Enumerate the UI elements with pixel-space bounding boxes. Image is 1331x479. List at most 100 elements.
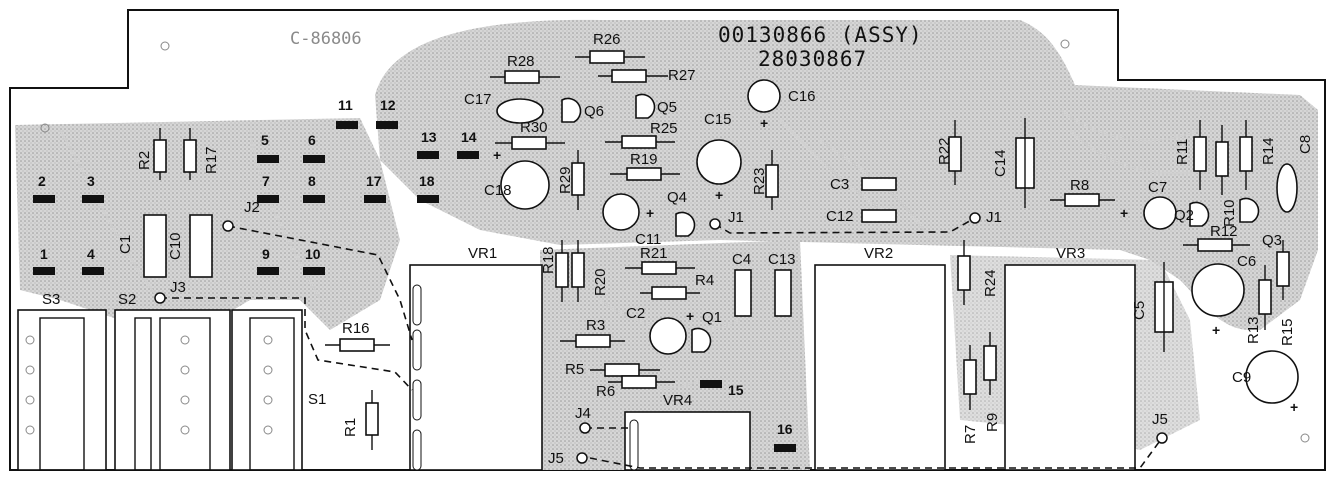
assembly-number: 00130866 (ASSY) — [718, 23, 923, 47]
polarity-mark: + — [686, 308, 694, 324]
label-r10: R10 — [1221, 199, 1238, 227]
cap-c13 — [774, 269, 792, 317]
pad-4 — [82, 267, 104, 275]
transistor-q3 — [1239, 197, 1260, 223]
label-c18: C18 — [484, 182, 512, 199]
transistor-q4 — [675, 211, 696, 237]
cap-c15 — [696, 139, 742, 185]
pad-9 — [257, 267, 279, 275]
label-r9: R9 — [984, 413, 1001, 432]
pad-16 — [774, 444, 796, 452]
cap-c18 — [500, 160, 550, 210]
cap-c12 — [861, 209, 897, 223]
potentiometer-vr2: VR2 — [814, 245, 946, 471]
label-r13: R13 — [1245, 316, 1262, 344]
label-vr2: VR2 — [864, 245, 893, 262]
label-q6: Q6 — [584, 103, 604, 120]
label-r16: R16 — [342, 320, 370, 337]
pad-label: 17 — [366, 173, 382, 189]
label-r3: R3 — [586, 317, 605, 334]
pad-label: 18 — [419, 173, 435, 189]
cap-c8 — [1276, 163, 1298, 213]
cap-c7 — [1143, 196, 1177, 230]
mounting-hole — [40, 123, 50, 133]
label-r12: R12 — [1210, 223, 1238, 240]
label-r18: R18 — [540, 246, 557, 274]
label-j5: J5 — [548, 450, 564, 467]
pad-label: 10 — [305, 246, 321, 262]
jumper-points: J2 J3 J1 J1 J4 J5 J5 — [154, 199, 1168, 467]
pad-8 — [303, 195, 325, 203]
label-r6: R6 — [596, 383, 615, 400]
label-r19: R19 — [630, 151, 658, 168]
polarity-mark: + — [646, 205, 654, 221]
pad-14 — [457, 151, 479, 159]
pad-15 — [700, 380, 722, 388]
potentiometer-vr4: VR4 — [624, 392, 751, 471]
pad-label: 15 — [728, 382, 744, 398]
potentiometer-vr3: VR3 — [1004, 245, 1136, 471]
cap-c10 — [189, 214, 213, 278]
label-c7: C7 — [1148, 179, 1167, 196]
label-c2: C2 — [626, 305, 645, 322]
pad-label: 5 — [261, 132, 269, 148]
label-c5: C5 — [1131, 301, 1148, 320]
pad-label: 14 — [461, 129, 477, 145]
label-j5-b: J5 — [1152, 411, 1168, 428]
pad-label: 8 — [308, 173, 316, 189]
label-r5: R5 — [565, 361, 584, 378]
pad-label: 4 — [87, 246, 95, 262]
label-c16: C16 — [788, 88, 816, 105]
board-number: 28030867 — [758, 47, 867, 71]
mounting-hole — [1060, 39, 1070, 49]
pad-label: 9 — [262, 246, 270, 262]
pad-5 — [257, 155, 279, 163]
pad-2 — [33, 195, 55, 203]
label-r8: R8 — [1070, 177, 1089, 194]
label-q4: Q4 — [667, 189, 687, 206]
label-r15: R15 — [1279, 318, 1296, 346]
label-c10: C10 — [167, 232, 184, 260]
cap-c17 — [496, 98, 544, 124]
pad-1 — [33, 267, 55, 275]
label-r20: R20 — [592, 268, 609, 296]
pad-label: 13 — [421, 129, 437, 145]
pad-11 — [336, 121, 358, 129]
capacitors: C1 C10 C3 C12 C4 C13 C14 C5 C18 + C15 + … — [117, 79, 1314, 415]
pad-label: 1 — [40, 246, 48, 262]
label-c12: C12 — [826, 208, 854, 225]
mounting-hole — [160, 41, 170, 51]
label-r29: R29 — [557, 166, 574, 194]
mounting-hole — [1300, 433, 1310, 443]
label-j1: J1 — [728, 209, 744, 226]
label-r25: R25 — [650, 120, 678, 137]
label-r4: R4 — [695, 272, 714, 289]
pad-10 — [303, 267, 325, 275]
label-r7: R7 — [962, 425, 979, 444]
resistors: R1 R2 R17 R16 R28 R26 R27 R30 R25 R19 R2… — [136, 31, 1296, 450]
switch-s1: S1 — [231, 309, 326, 471]
cap-c2 — [649, 317, 687, 355]
label-r11: R11 — [1174, 139, 1191, 165]
pad-7 — [257, 195, 279, 203]
label-c9: C9 — [1232, 369, 1251, 386]
pad-3 — [82, 195, 104, 203]
pad-label: 12 — [380, 97, 396, 113]
label-r14: R14 — [1260, 137, 1277, 165]
pad-label: 11 — [338, 97, 353, 113]
label-q3: Q3 — [1262, 232, 1282, 249]
cap-c9 — [1245, 350, 1299, 404]
pads: 2 3 1 4 5 6 7 8 9 10 11 12 13 14 15 16 1… — [33, 97, 796, 452]
label-r1: R1 — [342, 418, 359, 437]
pad-17 — [364, 195, 386, 203]
transistors: Q6 Q5 Q4 Q1 Q2 Q3 — [561, 93, 1282, 353]
pad-label: 2 — [38, 173, 46, 189]
pad-label: 3 — [87, 173, 95, 189]
cap-c1 — [143, 214, 167, 278]
cap-c4 — [734, 269, 752, 317]
mirrored-board-code: C-86806 — [290, 29, 362, 49]
pad-6 — [303, 155, 325, 163]
polarity-mark: + — [760, 115, 768, 131]
label-s1: S1 — [308, 391, 326, 408]
switch-s3: S3 — [17, 291, 107, 471]
